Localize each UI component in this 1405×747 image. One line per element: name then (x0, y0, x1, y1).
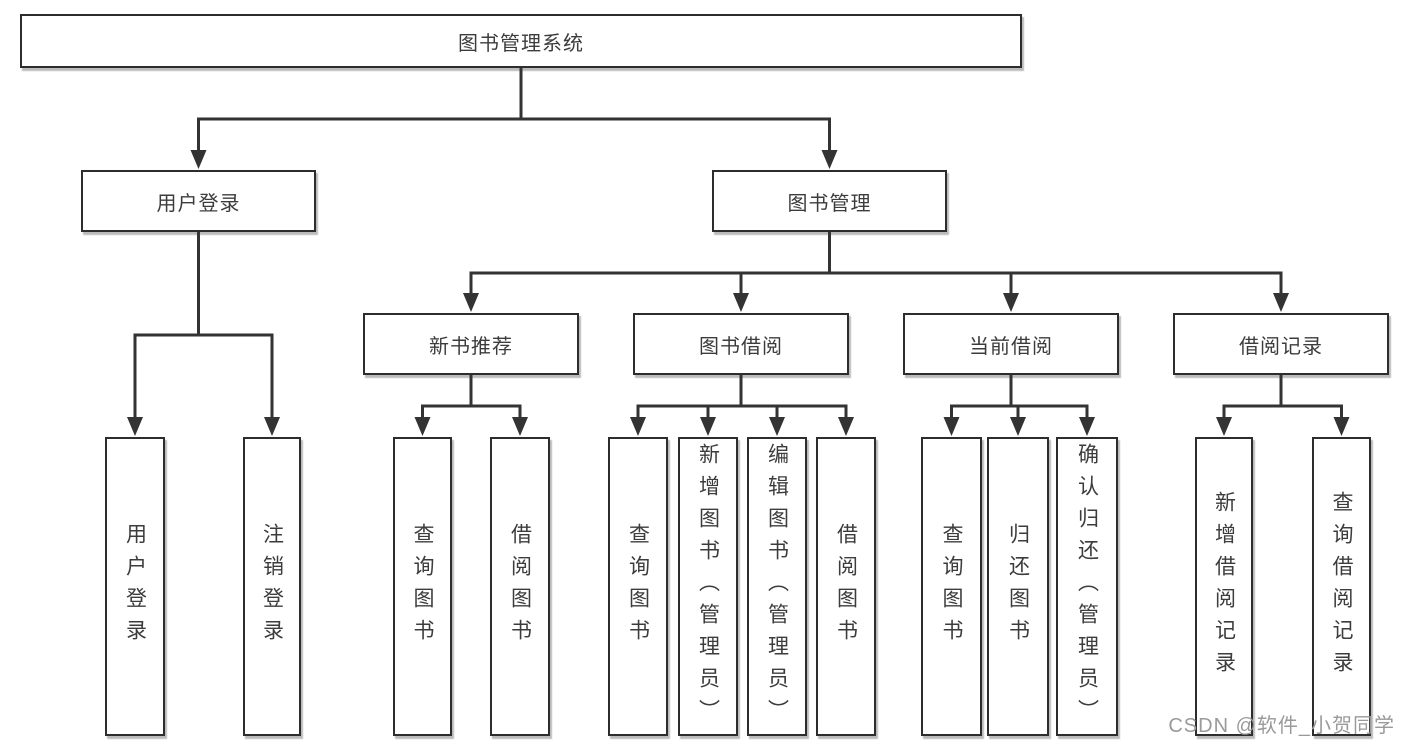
arrowhead-icon (630, 417, 646, 436)
arrowhead-icon (512, 417, 528, 436)
node-leaf-confirm-return: 确认归还（管理员） (1056, 437, 1118, 736)
arrowhead-icon (1010, 417, 1026, 436)
arrowhead-icon (1273, 293, 1289, 312)
node-label: 图书管理系统 (458, 32, 584, 55)
node-label: 用户登录 (156, 192, 241, 215)
node-label: 查询图书 (411, 522, 434, 651)
node-borrow-records: 借阅记录 (1173, 313, 1389, 375)
node-label: 注销登录 (260, 522, 284, 651)
node-label: 借阅记录 (1239, 335, 1323, 358)
arrowhead-icon (838, 417, 854, 436)
arrowhead-icon (190, 150, 207, 169)
arrowhead-icon (821, 150, 838, 169)
node-label: 当前借阅 (969, 335, 1053, 358)
arrowhead-icon (414, 417, 431, 436)
node-label: 新增借阅记录 (1212, 490, 1236, 683)
arrowhead-icon (1003, 293, 1019, 312)
arrowhead-icon (127, 417, 143, 436)
arrowhead-icon (463, 293, 479, 312)
node-label: 确认归还（管理员） (1075, 442, 1099, 731)
node-leaf-query-borrow-record: 查询借阅记录 (1312, 437, 1371, 736)
arrowhead-icon (264, 417, 280, 436)
arrowhead-icon (1333, 417, 1350, 436)
node-current-borrow: 当前借阅 (903, 313, 1119, 375)
node-leaf-add-book-admin: 新增图书（管理员） (678, 437, 738, 736)
node-label: 归还图书 (1006, 522, 1030, 651)
arrowhead-icon (700, 417, 716, 436)
arrowhead-icon (1079, 417, 1095, 436)
arrowhead-icon (1216, 417, 1232, 436)
node-label: 编辑图书（管理员） (765, 442, 789, 731)
node-book-borrow: 图书借阅 (633, 313, 849, 375)
node-label: 查询图书 (626, 522, 650, 651)
node-label: 新书推荐 (429, 335, 513, 358)
arrowhead-icon (769, 417, 785, 436)
node-leaf-logout: 注销登录 (243, 437, 301, 736)
node-label: 借阅图书 (834, 522, 858, 651)
node-leaf-query-book-borrow: 查询图书 (608, 437, 668, 736)
node-label: 查询图书 (940, 522, 963, 651)
node-leaf-query-book-rec: 查询图书 (393, 437, 452, 736)
node-leaf-borrow-book: 借阅图书 (816, 437, 876, 736)
node-label: 查询借阅记录 (1330, 490, 1353, 683)
watermark: CSDN @软件_小贺同学 (1168, 715, 1395, 737)
node-root: 图书管理系统 (20, 14, 1022, 68)
node-user-login: 用户登录 (81, 170, 316, 232)
node-new-book-rec: 新书推荐 (363, 313, 579, 375)
arrowhead-icon (733, 293, 749, 312)
arrowhead-icon (943, 417, 960, 436)
node-leaf-query-book-current: 查询图书 (921, 437, 982, 736)
node-leaf-edit-book-admin: 编辑图书（管理员） (747, 437, 807, 736)
node-leaf-user-login: 用户登录 (105, 437, 165, 736)
node-leaf-add-borrow-record: 新增借阅记录 (1195, 437, 1253, 736)
node-label: 用户登录 (123, 522, 147, 651)
node-label: 新增图书（管理员） (696, 442, 720, 731)
node-book-mgmt: 图书管理 (712, 170, 947, 232)
node-label: 借阅图书 (508, 522, 532, 651)
node-leaf-borrow-book-rec: 借阅图书 (490, 437, 550, 736)
node-label: 图书管理 (787, 192, 872, 215)
node-leaf-return-book: 归还图书 (987, 437, 1049, 736)
node-label: 图书借阅 (699, 335, 783, 358)
